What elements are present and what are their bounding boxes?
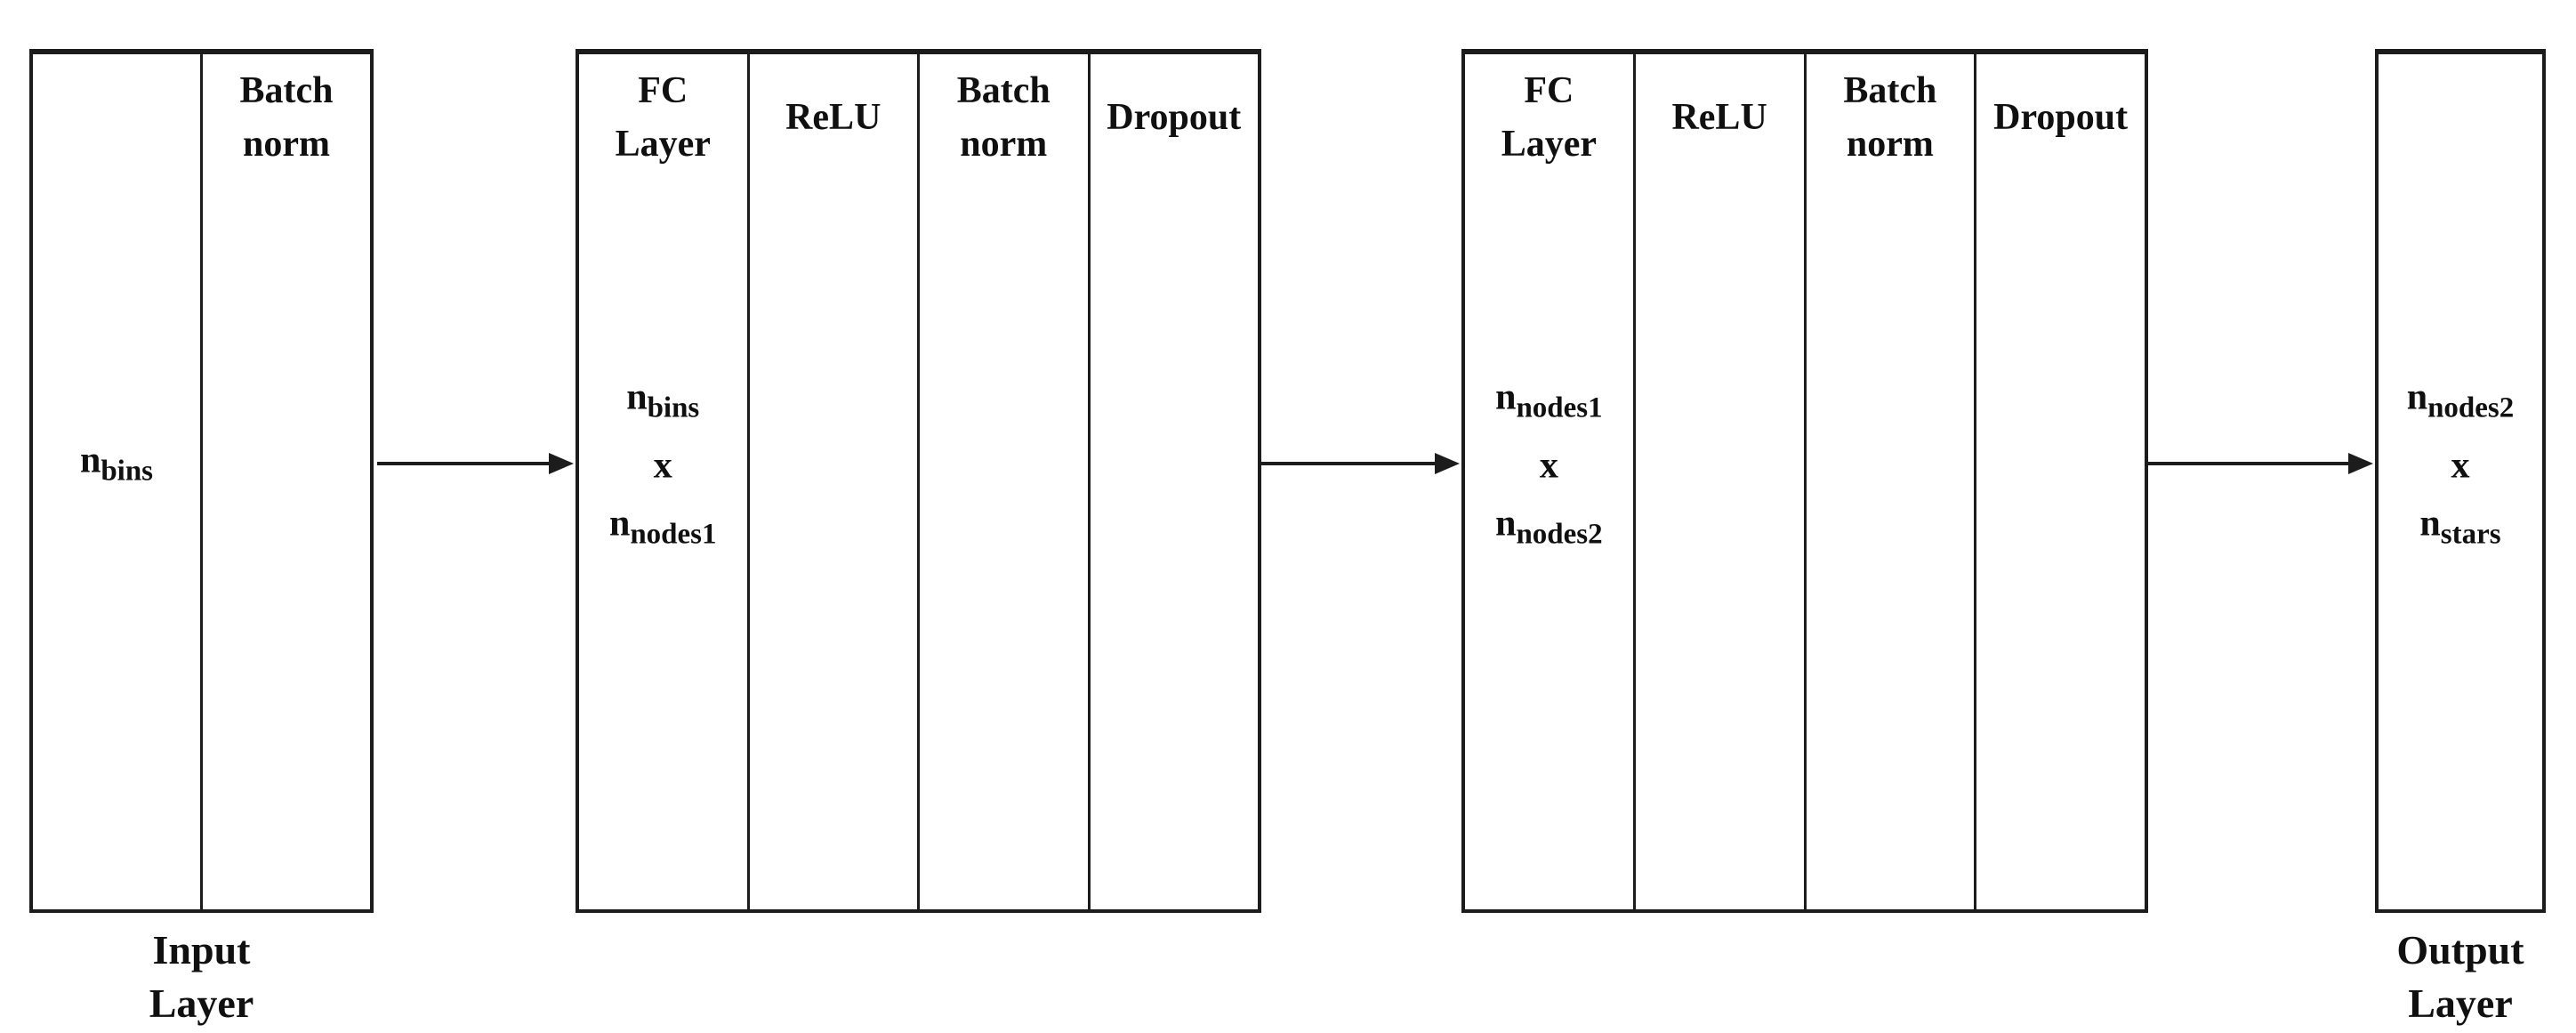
output-layer-caption: Output Layer [2354,924,2567,1030]
dimension-term: nbins [579,368,747,437]
batchnorm-header-line1: Batch [1843,70,1937,111]
input-layer-box: nbins Batch norm [29,49,374,913]
dimension-times: x [2451,445,2470,486]
output-dimension-column: nnodes2 x nstars [2379,54,2542,909]
input-dimension-column: nbins [33,54,200,909]
relu-header-label: ReLU [785,97,881,138]
dimension-term: nbins [33,432,200,500]
relu-column: ReLU [1632,54,1804,909]
dimension-base: n [1495,376,1517,417]
dimension-times: x [653,445,672,486]
batchnorm-header: Batch norm [203,63,370,172]
fc-layer-column: FC Layer nnodes1 x nnodes2 [1465,54,1633,909]
relu-header-label: ReLU [1671,97,1767,138]
batchnorm-header: Batch norm [920,63,1088,172]
output-caption-line2: Layer [2408,981,2513,1026]
dropout-column: Dropout [1087,54,1259,909]
dimension-base: n [626,376,648,417]
dimension-base: n [79,440,101,480]
dimension-subscript: nodes1 [630,518,717,550]
dimension-subscript: nodes2 [2427,391,2515,424]
hidden-block-2: FC Layer nnodes1 x nnodes2 ReLU Batch no… [1461,49,2148,913]
input-dimension-label: nbins [33,432,200,500]
fc-layer-header: FC Layer [579,63,747,172]
batchnorm-header-line2: norm [1846,124,1934,165]
dimension-base: n [608,503,631,544]
input-layer-caption: Input Layer [29,924,374,1030]
fc1-dimension-label: nbins x nnodes1 [579,368,747,563]
batchnorm-header: Batch norm [1807,63,1975,172]
input-caption-line1: Input [152,927,251,972]
flow-arrow-input-to-block1 [377,462,549,465]
dimension-term: nnodes2 [2379,368,2542,437]
dimension-subscript: stars [2440,518,2501,550]
fc-layer-header: FC Layer [1465,63,1633,172]
dimension-times: x [1539,445,1558,486]
relu-header: ReLU [750,63,918,172]
relu-column: ReLU [746,54,918,909]
fc-header-line2: Layer [615,124,711,165]
dimension-term: nnodes1 [579,495,747,563]
dimension-subscript: nodes1 [1516,391,1603,424]
flow-arrow-block1-to-block2 [1261,462,1435,465]
batchnorm-header-line2: norm [243,124,330,165]
batchnorm-header-line2: norm [960,124,1048,165]
fc-layer-column: FC Layer nbins x nnodes1 [579,54,747,909]
dimension-term: nstars [2379,495,2542,563]
dimension-term: nnodes2 [1465,495,1633,563]
batchnorm-header-line1: Batch [239,70,334,111]
flow-arrow-block2-to-output [2148,462,2348,465]
dropout-header-label: Dropout [1107,97,1242,138]
dropout-header: Dropout [1976,63,2145,172]
output-layer-box: nnodes2 x nstars [2375,49,2546,913]
fc-header-line1: FC [638,70,688,111]
dimension-subscript: nodes2 [1516,518,1603,550]
dropout-header: Dropout [1091,63,1259,172]
output-dimension-label: nnodes2 x nstars [2379,368,2542,563]
dimension-base: n [2406,376,2428,417]
hidden-block-1: FC Layer nbins x nnodes1 ReLU Batch norm… [576,49,1261,913]
batchnorm-column: Batch norm [917,54,1088,909]
dropout-column: Dropout [1974,54,2145,909]
batchnorm-column: Batch norm [1803,54,1975,909]
input-caption-line2: Layer [149,981,254,1026]
fc-header-line2: Layer [1501,124,1598,165]
dimension-base: n [2419,503,2441,544]
dimension-subscript: bins [647,391,700,424]
fc2-dimension-label: nnodes1 x nnodes2 [1465,368,1633,563]
input-batchnorm-column: Batch norm [200,54,370,909]
dimension-subscript: bins [101,455,154,487]
batchnorm-header-line1: Batch [956,70,1051,111]
relu-header: ReLU [1636,63,1804,172]
dropout-header-label: Dropout [1993,97,2129,138]
output-caption-line1: Output [2396,927,2524,972]
dimension-term: nnodes1 [1465,368,1633,437]
fc-header-line1: FC [1524,70,1574,111]
dimension-base: n [1495,503,1517,544]
